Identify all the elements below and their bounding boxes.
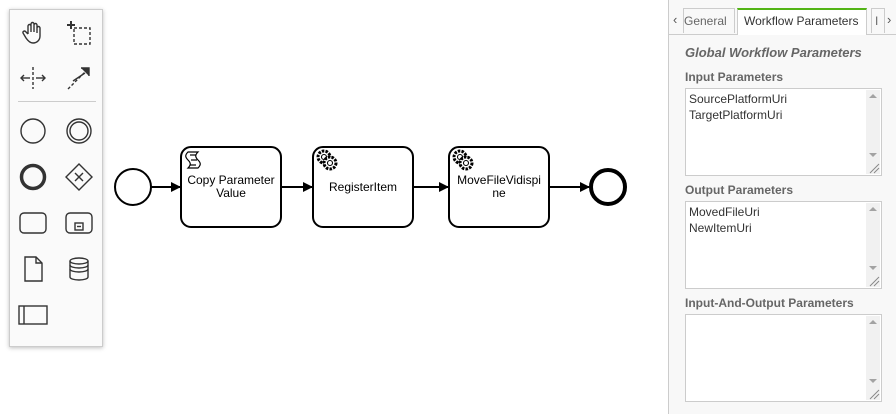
- output-parameters-label: Output Parameters: [685, 183, 794, 197]
- input-and-output-parameters-label: Input-And-Output Parameters: [685, 296, 854, 310]
- resize-grip-icon[interactable]: [866, 274, 880, 287]
- tab-next[interactable]: I: [871, 8, 885, 33]
- input-and-output-parameters-textarea[interactable]: [685, 314, 882, 402]
- text-line: MovedFileUri: [689, 205, 760, 219]
- subprocess-icon[interactable]: [62, 206, 96, 240]
- diagram-canvas[interactable]: Copy Parameter Value RegisterItem MoveFi…: [0, 0, 668, 414]
- data-store-icon[interactable]: [62, 252, 96, 286]
- gear-icon: [452, 149, 474, 171]
- task-label: MoveFileVidispi ne: [457, 173, 541, 200]
- scrollbar[interactable]: [866, 203, 880, 274]
- end-event[interactable]: [589, 168, 627, 206]
- panel-title: Global Workflow Parameters: [685, 45, 862, 60]
- task-move-file-vidispine[interactable]: [448, 146, 550, 228]
- tab-general[interactable]: General: [683, 8, 735, 33]
- chevron-left-icon[interactable]: ‹: [673, 12, 678, 27]
- connect-tool-icon[interactable]: [62, 61, 96, 95]
- panel-tabs: ‹ General Workflow Parameters I ›: [669, 8, 896, 35]
- tab-workflow-parameters[interactable]: Workflow Parameters: [737, 8, 867, 35]
- process-diagram: [114, 146, 627, 228]
- space-tool-icon[interactable]: [16, 61, 50, 95]
- task-label: RegisterItem: [328, 180, 398, 194]
- output-parameters-textarea[interactable]: MovedFileUri NewItemUri: [685, 201, 882, 289]
- end-event-icon[interactable]: [16, 160, 50, 194]
- text-line: TargetPlatformUri: [689, 108, 783, 122]
- hand-tool-icon[interactable]: [16, 16, 50, 50]
- task-icon[interactable]: [16, 206, 50, 240]
- task-register-item[interactable]: [312, 146, 414, 228]
- resize-grip-icon[interactable]: [866, 387, 880, 400]
- tool-palette: [9, 9, 103, 347]
- input-parameters-textarea[interactable]: SourcePlatformUri TargetPlatformUri: [685, 88, 882, 176]
- palette-separator: [18, 101, 96, 102]
- input-parameters-label: Input Parameters: [685, 70, 784, 84]
- script-icon: [185, 151, 201, 169]
- start-event-icon[interactable]: [16, 114, 50, 148]
- properties-panel: ‹ General Workflow Parameters I › Global…: [668, 0, 896, 414]
- start-event[interactable]: [114, 168, 152, 206]
- chevron-right-icon[interactable]: ›: [887, 12, 892, 27]
- participant-icon[interactable]: [16, 298, 50, 332]
- gateway-icon[interactable]: [62, 160, 96, 194]
- scrollbar[interactable]: [866, 316, 880, 387]
- scrollbar[interactable]: [866, 90, 880, 161]
- task-label: Copy Parameter Value: [187, 173, 275, 200]
- text-line: NewItemUri: [689, 221, 752, 235]
- data-object-icon[interactable]: [16, 252, 50, 286]
- intermediate-event-icon[interactable]: [62, 114, 96, 148]
- gear-icon: [316, 149, 338, 171]
- text-line: SourcePlatformUri: [689, 92, 788, 106]
- resize-grip-icon[interactable]: [866, 161, 880, 174]
- lasso-tool-icon[interactable]: [62, 16, 96, 50]
